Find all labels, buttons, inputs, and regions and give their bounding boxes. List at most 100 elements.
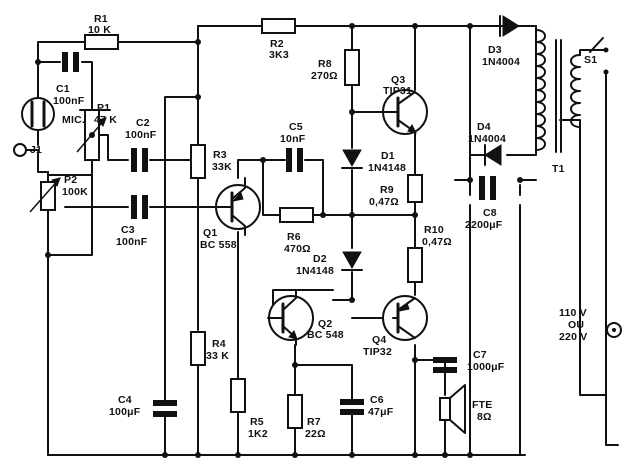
r5-name: R5	[250, 416, 264, 428]
r8-value: 270Ω	[311, 70, 338, 82]
switch-s1-icon	[589, 37, 609, 75]
q3-value: TIP31	[383, 85, 412, 97]
mains-voltage-2: OU	[568, 319, 584, 331]
q2-value: BC 548	[307, 329, 344, 341]
d4-value: 1N4004	[468, 133, 506, 145]
p2-potentiometer	[29, 177, 61, 213]
r1-name: R1	[94, 13, 108, 25]
r8-resistor	[344, 49, 360, 86]
mains-voltage-3: 220 V	[559, 331, 587, 343]
d3-diode	[482, 15, 520, 37]
r8-name: R8	[318, 58, 332, 70]
c7-capacitor	[433, 357, 457, 373]
c2-capacitor	[131, 148, 148, 172]
r3-value: 33K	[212, 161, 232, 173]
c1-name: C1	[56, 83, 70, 95]
c4-name: C4	[118, 394, 132, 406]
p1-value: 47 K	[94, 114, 117, 126]
d1-name: D1	[381, 150, 395, 162]
r10-name: R10	[424, 224, 444, 236]
q4-transistor	[382, 295, 428, 341]
c8-name: C8	[483, 207, 497, 219]
r5-value: 1K2	[248, 428, 268, 440]
r4-resistor	[190, 331, 206, 366]
q1-value: BC 558	[200, 239, 237, 251]
jack-j1-icon	[13, 143, 39, 157]
r9-value: 0,47Ω	[369, 196, 399, 208]
d1-value: 1N4148	[368, 162, 406, 174]
r9-resistor	[407, 174, 423, 203]
c4-value: 100μF	[109, 406, 141, 418]
c6-name: C6	[370, 394, 384, 406]
r6-name: R6	[287, 231, 301, 243]
c1-value: 100nF	[53, 95, 85, 107]
r7-name: R7	[307, 416, 321, 428]
c3-capacitor	[131, 195, 148, 219]
d2-diode	[341, 251, 363, 271]
c3-value: 100nF	[116, 236, 148, 248]
d2-value: 1N4148	[296, 265, 334, 277]
r4-name: R4	[212, 338, 226, 350]
c4-capacitor	[153, 400, 177, 417]
r3-resistor	[190, 144, 206, 179]
r2-resistor	[261, 18, 296, 34]
q2-transistor	[267, 289, 314, 346]
c2-name: C2	[136, 117, 150, 129]
d4-name: D4	[477, 121, 491, 133]
r10-resistor	[407, 247, 423, 283]
c6-value: 47μF	[368, 406, 394, 418]
d4-diode	[484, 144, 502, 166]
labels: R1 10 K R2 3K3 C1 100nF MIC. P1 47 K C2 …	[30, 13, 597, 440]
c3-name: C3	[121, 224, 135, 236]
c1-capacitor	[62, 52, 79, 72]
q1-transistor	[214, 177, 261, 236]
d2-name: D2	[313, 253, 327, 265]
mains-voltage-1: 110 V	[559, 307, 587, 319]
t1-label: T1	[552, 163, 565, 175]
d3-name: D3	[488, 44, 502, 56]
r7-value: 22Ω	[305, 428, 326, 440]
mic-label: MIC.	[62, 114, 85, 126]
c5-value: 10nF	[280, 133, 306, 145]
transformer-t1-icon	[535, 29, 607, 153]
q1-name: Q1	[203, 227, 217, 239]
q3-name: Q3	[391, 74, 405, 86]
r5-resistor	[230, 378, 246, 413]
c5-capacitor	[286, 148, 303, 172]
q2-name: Q2	[318, 318, 332, 330]
r2-value: 3K3	[269, 49, 289, 61]
c5-name: C5	[289, 121, 303, 133]
r1-value: 10 K	[88, 24, 111, 36]
microphone-icon	[21, 97, 55, 131]
speaker-fte-icon	[439, 384, 466, 434]
r4-value: 33 K	[206, 350, 229, 362]
r10-value: 0,47Ω	[422, 236, 452, 248]
c2-value: 100nF	[125, 129, 157, 141]
mains-plug-icon	[606, 322, 622, 338]
s1-label: S1	[584, 54, 597, 66]
c8-capacitor	[479, 176, 496, 200]
c7-value: 1000μF	[467, 361, 505, 373]
p2-value: 100K	[62, 186, 88, 198]
r7-resistor	[287, 394, 303, 429]
d3-value: 1N4004	[482, 56, 520, 68]
fte-name: FTE	[472, 399, 492, 411]
r3-name: R3	[213, 149, 227, 161]
r2-name: R2	[270, 38, 284, 50]
r6-resistor	[279, 207, 314, 223]
q4-value: TIP32	[363, 346, 392, 358]
j1-label: J1	[30, 144, 42, 156]
r1-resistor	[84, 34, 119, 50]
q4-name: Q4	[372, 334, 386, 346]
wires	[37, 25, 619, 456]
c6-capacitor	[340, 399, 364, 415]
junction-dots	[35, 23, 523, 458]
r9-name: R9	[380, 184, 394, 196]
p2-name: P2	[64, 174, 77, 186]
fte-value: 8Ω	[477, 411, 492, 423]
p1-name: P1	[97, 102, 110, 114]
c7-name: C7	[473, 349, 487, 361]
c8-value: 2200μF	[465, 219, 503, 231]
d1-diode	[341, 149, 363, 169]
